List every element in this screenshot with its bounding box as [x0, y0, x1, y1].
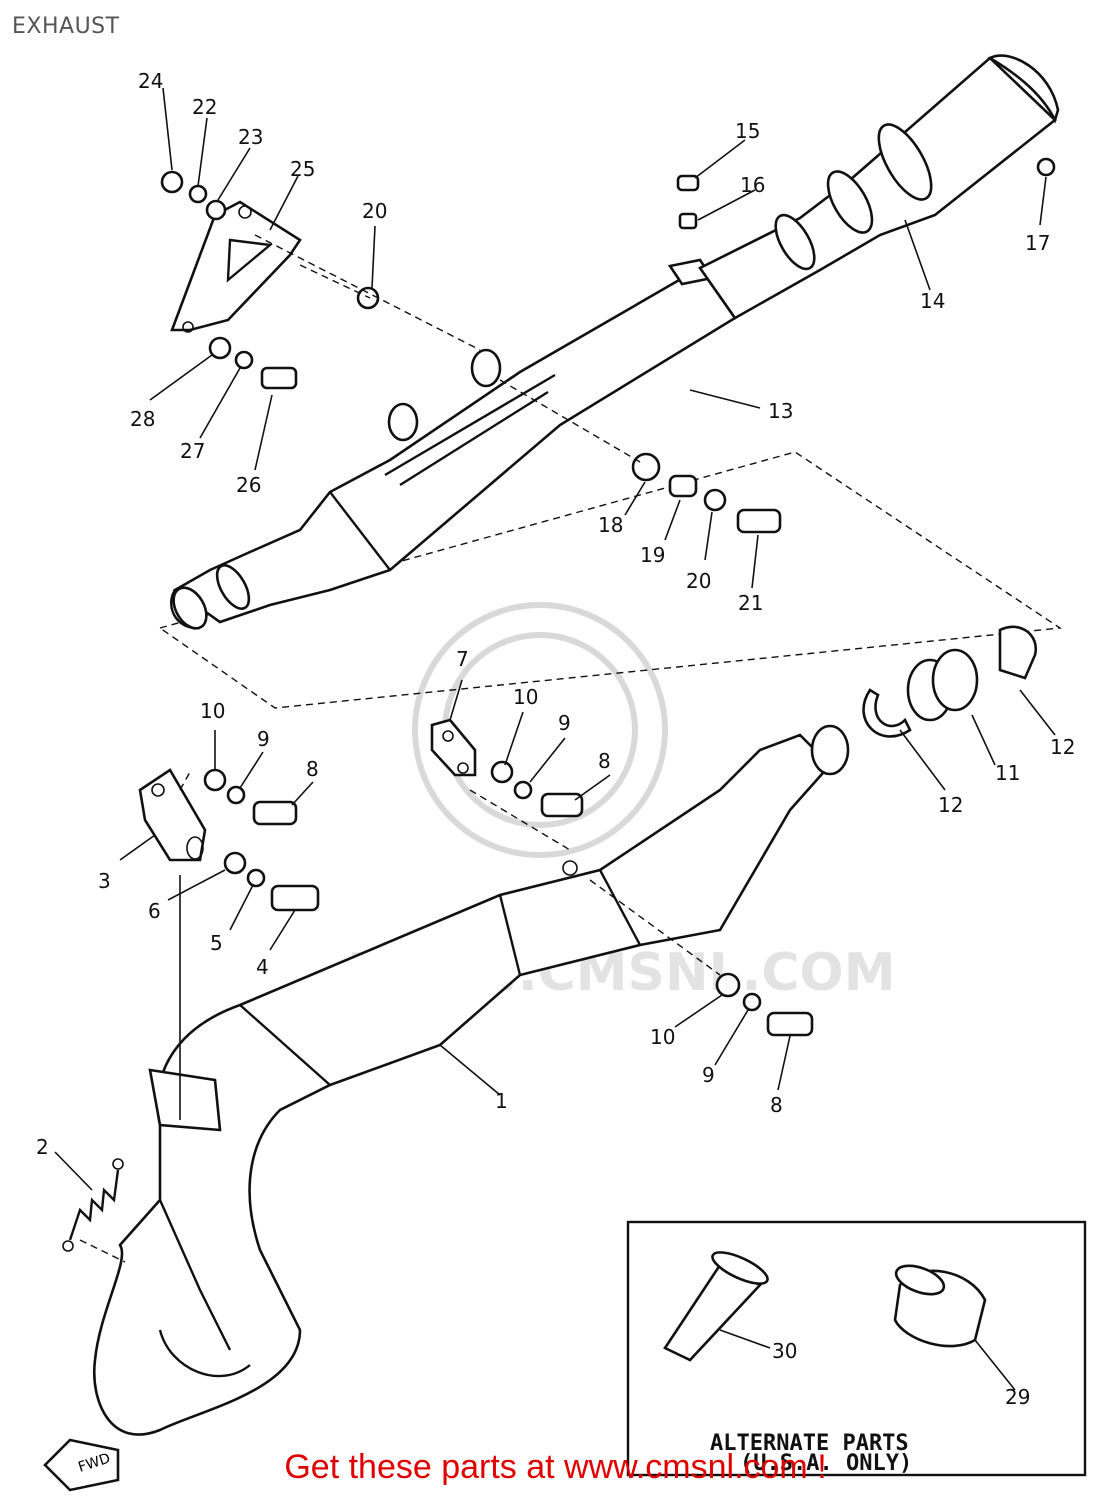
muffler-13[interactable]	[167, 258, 737, 634]
callout-8-lower: 8	[770, 1093, 783, 1117]
callout-29: 29	[1005, 1385, 1030, 1409]
footer-link[interactable]: Get these parts at www.cmsnl.com !	[284, 1448, 827, 1486]
callout-10-left: 10	[200, 699, 225, 723]
muffler-assembly-outline	[158, 451, 1063, 709]
bolt-8-mid[interactable]	[540, 792, 584, 818]
callout-8-left: 8	[306, 757, 319, 781]
washer-10-left[interactable]	[203, 768, 227, 792]
washer-23[interactable]	[205, 199, 227, 221]
bolt-26[interactable]	[260, 366, 298, 390]
callout-7: 7	[456, 647, 469, 671]
diagram-title: EXHAUST	[12, 14, 120, 39]
callout-2: 2	[36, 1135, 49, 1159]
nut-16[interactable]	[678, 212, 698, 230]
washer-20-upper[interactable]	[356, 286, 380, 310]
callout-9-lower: 9	[702, 1063, 715, 1087]
callout-22: 22	[192, 95, 217, 119]
callout-20-lower: 20	[686, 569, 711, 593]
bolt-8-left[interactable]	[252, 800, 298, 826]
callout-24: 24	[138, 69, 163, 93]
callout-17: 17	[1025, 231, 1050, 255]
callout-23: 23	[238, 125, 263, 149]
nut-24[interactable]	[160, 170, 184, 194]
washer-28[interactable]	[208, 336, 232, 360]
washer-27[interactable]	[234, 350, 254, 370]
callout-5: 5	[210, 931, 223, 955]
washer-9-mid[interactable]	[513, 780, 533, 800]
leader-lines	[54, 87, 1056, 1391]
bracket-25	[170, 200, 302, 332]
washer-10-lower[interactable]	[715, 972, 741, 998]
callout-13: 13	[768, 399, 793, 423]
alternate-parts-box: ALTERNATE PARTS (U.S.A. ONLY)	[626, 1220, 1087, 1477]
washer-6[interactable]	[223, 851, 247, 875]
bolt-4[interactable]	[270, 884, 320, 912]
callout-27: 27	[180, 439, 205, 463]
callout-20-upper: 20	[362, 199, 387, 223]
callout-8-mid: 8	[598, 749, 611, 773]
callout-12-left: 12	[938, 793, 963, 817]
spacer-19[interactable]	[668, 474, 698, 498]
bracket-7[interactable]	[430, 718, 477, 777]
washer-20-lower[interactable]	[703, 488, 727, 512]
callout-14: 14	[920, 289, 945, 313]
callout-10-lower: 10	[650, 1025, 675, 1049]
bolt-8-lower[interactable]	[766, 1011, 814, 1037]
clamp-12-right[interactable]	[998, 625, 1038, 680]
callout-11: 11	[995, 761, 1020, 785]
spring-2[interactable]	[62, 1158, 124, 1252]
callout-19: 19	[640, 543, 665, 567]
collar-18[interactable]	[631, 452, 661, 482]
washer-5[interactable]	[246, 868, 266, 888]
screw-15[interactable]	[676, 174, 700, 192]
clamp-12-left[interactable]	[862, 688, 912, 738]
alternate-parts-title: ALTERNATE PARTS	[710, 1431, 909, 1456]
callout-18: 18	[598, 513, 623, 537]
callout-15: 15	[735, 119, 760, 143]
callout-28: 28	[130, 407, 155, 431]
grommet-17[interactable]	[1036, 157, 1056, 177]
washer-22[interactable]	[188, 184, 208, 204]
callout-3: 3	[98, 869, 111, 893]
callout-30: 30	[772, 1339, 797, 1363]
silencer-14[interactable]	[698, 54, 1060, 320]
forward-arrow-icon: FWD	[43, 1438, 120, 1492]
callout-labels: 24 22 23 25 20 15 16 17 14 13 28 27 26 1…	[36, 69, 1075, 1409]
callout-1: 1	[495, 1089, 508, 1113]
bracket-3[interactable]	[138, 768, 207, 862]
callout-10-mid: 10	[513, 685, 538, 709]
callout-16: 16	[740, 173, 765, 197]
washer-9-lower[interactable]	[742, 992, 762, 1012]
bolt-21[interactable]	[736, 508, 782, 534]
alternate-parts-subtitle: (U.S.A. ONLY)	[740, 1451, 912, 1476]
callout-6: 6	[148, 899, 161, 923]
callout-26: 26	[236, 473, 261, 497]
washer-9-left[interactable]	[226, 785, 246, 805]
washer-10-mid[interactable]	[490, 760, 514, 784]
callout-21: 21	[738, 591, 763, 615]
callout-25: 25	[290, 157, 315, 181]
tailpipe-insert-30[interactable]	[663, 1246, 771, 1362]
callout-4: 4	[256, 955, 269, 979]
end-cap-29[interactable]	[892, 1260, 987, 1348]
callout-9-left: 9	[257, 727, 270, 751]
callout-9-mid: 9	[558, 711, 571, 735]
callout-12-right: 12	[1050, 735, 1075, 759]
joint-11[interactable]	[906, 648, 979, 722]
exhaust-pipe-1[interactable]	[92, 724, 850, 1436]
